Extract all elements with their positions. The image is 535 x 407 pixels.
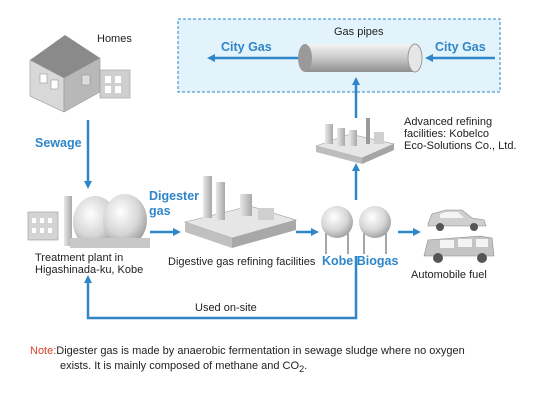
note-line-2: exists. It is mainly composed of methane… <box>60 360 308 375</box>
label-treatment-plant: Treatment plant in Higashinada-ku, Kobe <box>35 252 144 276</box>
label-kobe-biogas: Kobe Biogas <box>322 254 399 268</box>
label-digestive-facilities: Digestive gas refining facilities <box>168 256 316 268</box>
label-gas-pipes: Gas pipes <box>334 26 384 38</box>
car-icon <box>427 209 487 231</box>
biogas-tank-icon <box>321 206 391 254</box>
refining-facility-icon <box>183 176 298 248</box>
advanced-refining-icon <box>314 118 395 164</box>
note-paragraph: Note:Digester gas is made by anaerobic f… <box>30 344 510 377</box>
label-automobile-fuel: Automobile fuel <box>411 269 487 281</box>
note-line-1: Digester gas is made by anaerobic fermen… <box>56 345 465 357</box>
label-digester-gas: Digester gas <box>149 189 200 218</box>
label-homes: Homes <box>97 33 132 45</box>
note-label: Note: <box>30 345 57 357</box>
label-advanced-refining: Advanced refining facilities: Kobelco Ec… <box>404 116 517 152</box>
label-city-gas-right: City Gas <box>435 40 486 54</box>
arrow-used-onsite <box>84 256 358 320</box>
van-icon <box>423 235 495 263</box>
house-icon <box>29 35 131 113</box>
label-sewage: Sewage <box>35 136 82 150</box>
gas-pipe-icon <box>298 43 423 73</box>
treatment-plant-icon <box>27 194 150 248</box>
label-city-gas-left: City Gas <box>221 40 272 54</box>
label-used-onsite: Used on-site <box>195 302 257 314</box>
